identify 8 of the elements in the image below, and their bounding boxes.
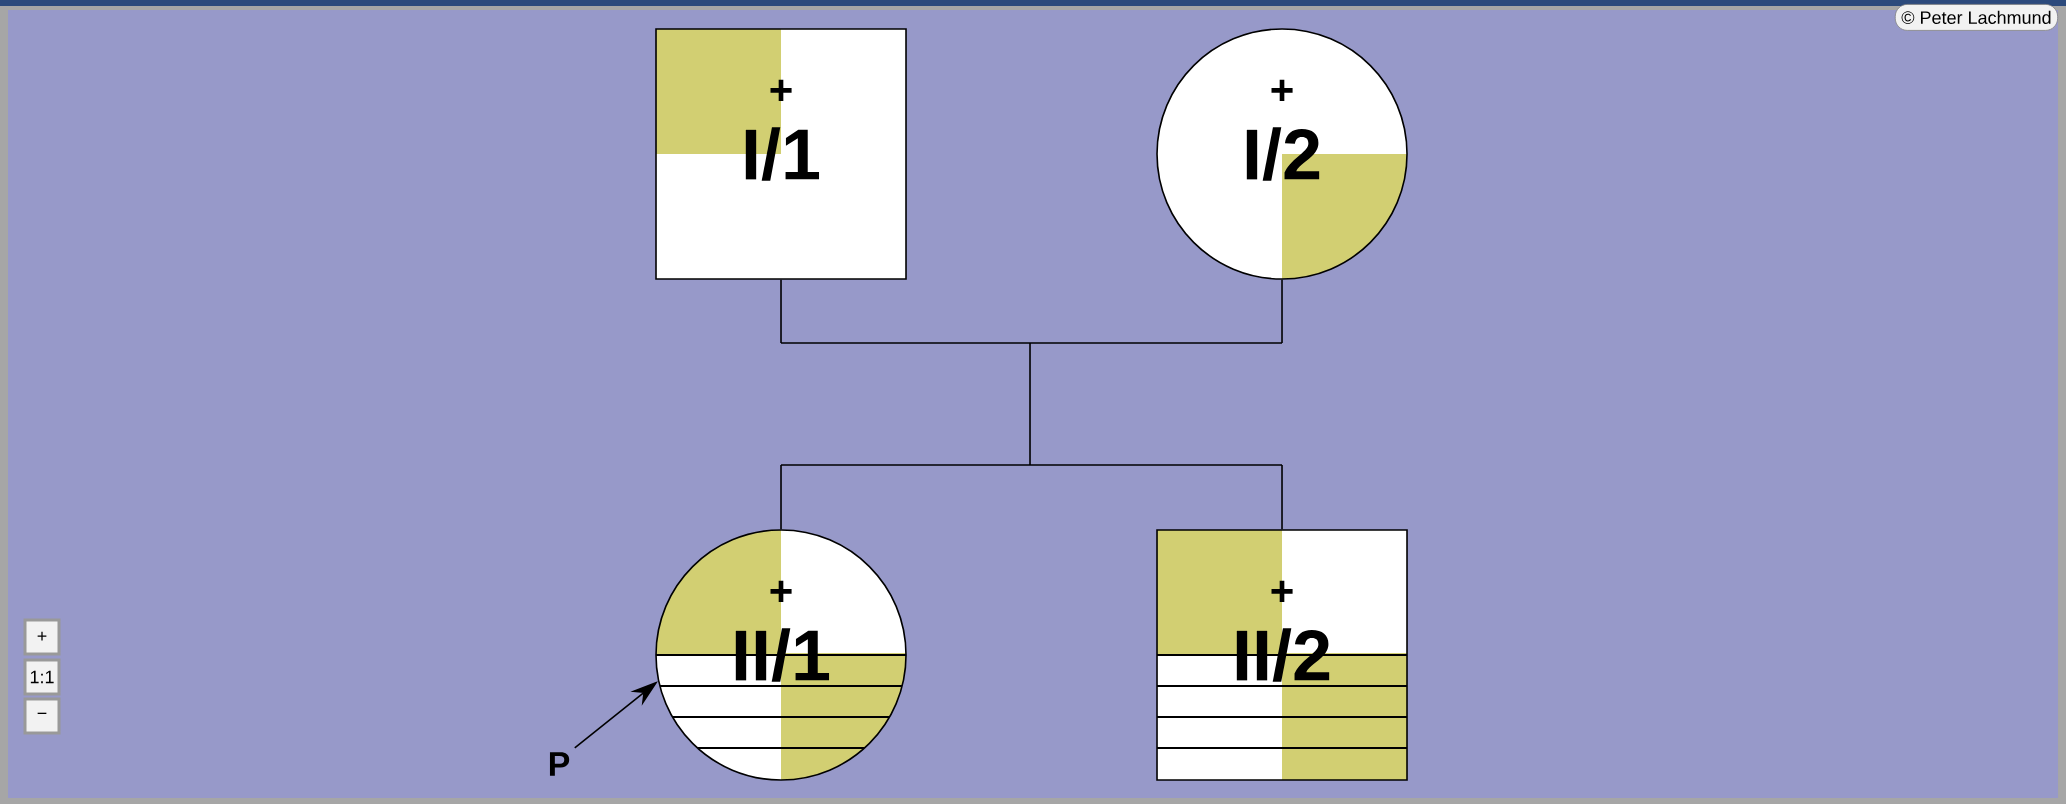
reset-zoom-button: 1:1 [23, 658, 61, 696]
zoom-out-button: − [23, 697, 61, 735]
credit-tab: © Peter Lachmund [1894, 4, 2058, 31]
zoom-in-button: + [23, 618, 61, 656]
pedigree-line [780, 279, 1283, 530]
pedigree-square: + II/2 [1156, 529, 1408, 781]
pedigree-square: + I/1 [655, 28, 907, 280]
pointer-label: P [549, 752, 570, 776]
